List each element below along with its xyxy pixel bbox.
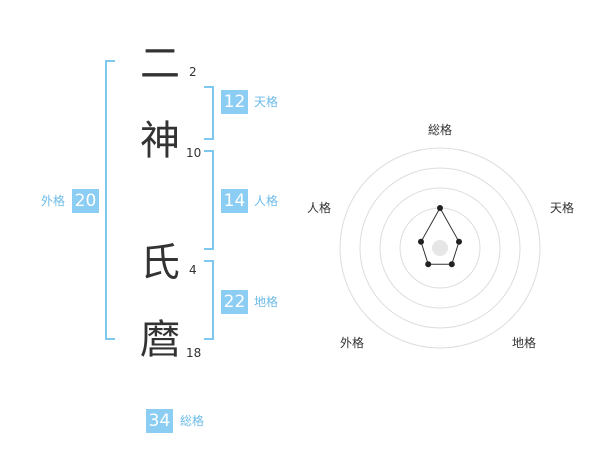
gaikaku-value: 20 bbox=[72, 189, 99, 213]
gaikaku-bracket bbox=[105, 60, 115, 340]
soukaku-value: 34 bbox=[146, 409, 173, 433]
stroke-count-2: 10 bbox=[186, 146, 202, 160]
name-char-3: 氏 bbox=[140, 240, 180, 286]
radar-point-5 bbox=[418, 238, 424, 245]
tenkaku-value: 12 bbox=[221, 90, 248, 114]
chikaku-label: 地格 bbox=[254, 295, 279, 309]
radar-axis-label-tenkaku: 天格 bbox=[550, 200, 574, 215]
radar-point-2 bbox=[456, 238, 462, 245]
radar-points bbox=[418, 205, 462, 268]
radar-axis-label-gaikaku: 外格 bbox=[340, 335, 364, 350]
chikaku-value: 22 bbox=[221, 290, 248, 314]
radar-axis-label-jinkaku: 人格 bbox=[307, 200, 331, 215]
radar-point-3 bbox=[448, 261, 455, 268]
radar-ring bbox=[379, 187, 501, 309]
radar-ring bbox=[359, 167, 521, 329]
radar-center-dot bbox=[432, 240, 448, 256]
kaku-radar-chart: 総格 天格 地格 外格 人格 bbox=[307, 122, 574, 350]
gaikaku-label: 外格 bbox=[41, 194, 66, 208]
name-char-1: 二 bbox=[140, 41, 180, 87]
stroke-count-1: 2 bbox=[189, 65, 197, 79]
jinkaku-bracket bbox=[204, 150, 214, 250]
radar-point-1 bbox=[437, 205, 443, 211]
name-char-4: 麿 bbox=[140, 317, 180, 363]
chikaku-bracket bbox=[204, 260, 214, 340]
stroke-count-3: 4 bbox=[189, 263, 197, 277]
tenkaku-bracket bbox=[204, 86, 214, 140]
radar-ring bbox=[339, 147, 541, 349]
soukaku-label: 総格 bbox=[180, 414, 205, 428]
radar-axis-label-chikaku: 地格 bbox=[512, 335, 536, 350]
radar-axis-label-soukaku: 総格 bbox=[428, 122, 452, 137]
stroke-count-4: 18 bbox=[186, 346, 202, 360]
jinkaku-value: 14 bbox=[221, 189, 248, 213]
jinkaku-label: 人格 bbox=[254, 194, 279, 208]
name-char-2: 神 bbox=[140, 118, 180, 164]
tenkaku-label: 天格 bbox=[254, 95, 279, 109]
radar-polygon bbox=[420, 206, 460, 265]
radar-point-4 bbox=[425, 261, 432, 268]
radar-rings bbox=[339, 147, 541, 349]
